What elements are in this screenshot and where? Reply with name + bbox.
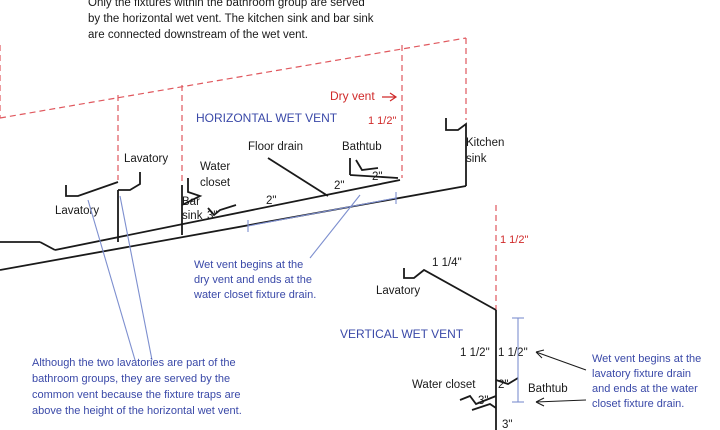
wc-branch-size: 3" — [207, 210, 217, 222]
bathtub-branch-size: 2" — [334, 180, 344, 192]
kitchen-sink-label-2: sink — [466, 153, 487, 165]
dry-vent-label: Dry vent — [330, 89, 375, 103]
wet-vent-callout-line-2: dry vent and ends at the — [194, 274, 312, 286]
lavatory-upper-trap — [118, 172, 141, 191]
water-closet-label-2: closet — [200, 177, 231, 189]
wet-vent-callout-line-1: Wet vent begins at the — [194, 259, 303, 271]
bathtub-trap — [355, 159, 379, 171]
lavatories-callout: Although the two lavatories are part of … — [32, 357, 242, 417]
bar-sink-branch — [207, 204, 237, 217]
bar-sink-label-2: sink — [182, 210, 203, 222]
vertical-lav-branch-size: 1 1/4" — [432, 257, 462, 269]
vertical-bathtub-label: Bathtub — [528, 383, 568, 395]
main-size: 2" — [266, 195, 276, 207]
vertical-wc-branch-size: 3" — [478, 395, 488, 407]
vertical-lavatory-label: Lavatory — [376, 285, 420, 297]
vertical-water-closet-label: Water closet — [412, 379, 476, 391]
intro-note-line-2: by the horizontal wet vent. The kitchen … — [88, 13, 374, 25]
wet-vent-callout: Wet vent begins at the dry vent and ends… — [193, 259, 316, 301]
floor-drain-label: Floor drain — [248, 141, 303, 153]
vertical-wet-vent-left-size: 1 1/2" — [460, 347, 490, 359]
bar-sink-label-1: Bar — [182, 196, 200, 208]
floor-drain-branch — [267, 157, 329, 197]
lavatory-leader-2 — [87, 199, 136, 361]
lavatories-callout-line-2: bathroom groups, they are served by the — [32, 373, 230, 385]
vertical-callout-line-2: lavatory fixture drain — [592, 368, 691, 380]
vertical-wc-branch — [459, 394, 497, 406]
intro-note: Only the fixtures within the bathroom gr… — [88, 0, 374, 41]
vertical-wet-vent-title: VERTICAL WET VENT — [340, 327, 464, 341]
bathtub-branch — [349, 174, 399, 179]
lavatory-leader-1 — [119, 195, 153, 361]
dry-vent-size: 1 1/2" — [368, 115, 396, 127]
horizontal-wet-vent-span — [87, 192, 397, 361]
wet-vent-callout-line-3: water closet fixture drain. — [193, 289, 316, 301]
branch-end — [39, 241, 56, 251]
intro-note-line-3: are connected downstream of the wet vent… — [88, 29, 308, 41]
bathtub-trap-size: 2" — [372, 171, 382, 183]
wet-vent-span-line — [247, 197, 397, 227]
vertical-bathtub-branch — [495, 377, 519, 385]
vertical-wet-vent-right-size: 1 1/2" — [498, 347, 528, 359]
kitchen-sink-label-1: Kitchen — [466, 137, 504, 149]
water-closet-label-1: Water — [200, 161, 230, 173]
wet-vent-branch — [54, 179, 401, 251]
bathtub-label: Bathtub — [342, 141, 382, 153]
water-closet-trap — [181, 178, 203, 206]
horizontal-wet-vent-title: HORIZONTAL WET VENT — [196, 111, 338, 125]
vertical-stack-size: 1 1/2" — [500, 234, 528, 246]
vertical-lower-stack-size: 2" — [498, 379, 508, 391]
kitchen-sink-trap — [445, 118, 467, 131]
vertical-lavatory-branch — [403, 268, 497, 311]
vertical-drain-size: 3" — [502, 419, 512, 430]
vertical-wc-bend — [471, 403, 497, 411]
vertical-callout-arrow-bottom — [535, 397, 587, 407]
lavatory-lower-label: Lavatory — [55, 205, 99, 217]
dry-vent-arrow — [382, 92, 398, 102]
wet-vent-leader — [309, 194, 361, 259]
vent-top-horizontal — [0, 37, 467, 119]
horizontal-vent-dashed — [0, 37, 467, 185]
vertical-callout-line-4: closet fixture drain. — [592, 398, 684, 410]
intro-note-line-1: Only the fixtures within the bathroom gr… — [88, 0, 365, 9]
lavatory-lower-trap — [65, 181, 119, 197]
lavatory-upper-label: Lavatory — [124, 153, 168, 165]
lavatories-callout-line-3: common vent because the fixture traps ar… — [32, 389, 241, 401]
horizontal-labels: HORIZONTAL WET VENT Dry vent 1 1/2" Lava… — [55, 89, 504, 222]
vertical-callout-line-3: and ends at the water — [592, 383, 698, 395]
vertical-callout-arrow-top — [535, 349, 587, 371]
vertical-wet-vent: 1 1/2" VERTICAL WET VENT Lavatory Water … — [340, 205, 701, 430]
lavatories-callout-line-4: above the height of the horizontal wet v… — [32, 405, 242, 417]
vertical-callout-line-1: Wet vent begins at the — [592, 353, 701, 365]
lavatories-callout-line-1: Although the two lavatories are part of … — [32, 357, 236, 369]
